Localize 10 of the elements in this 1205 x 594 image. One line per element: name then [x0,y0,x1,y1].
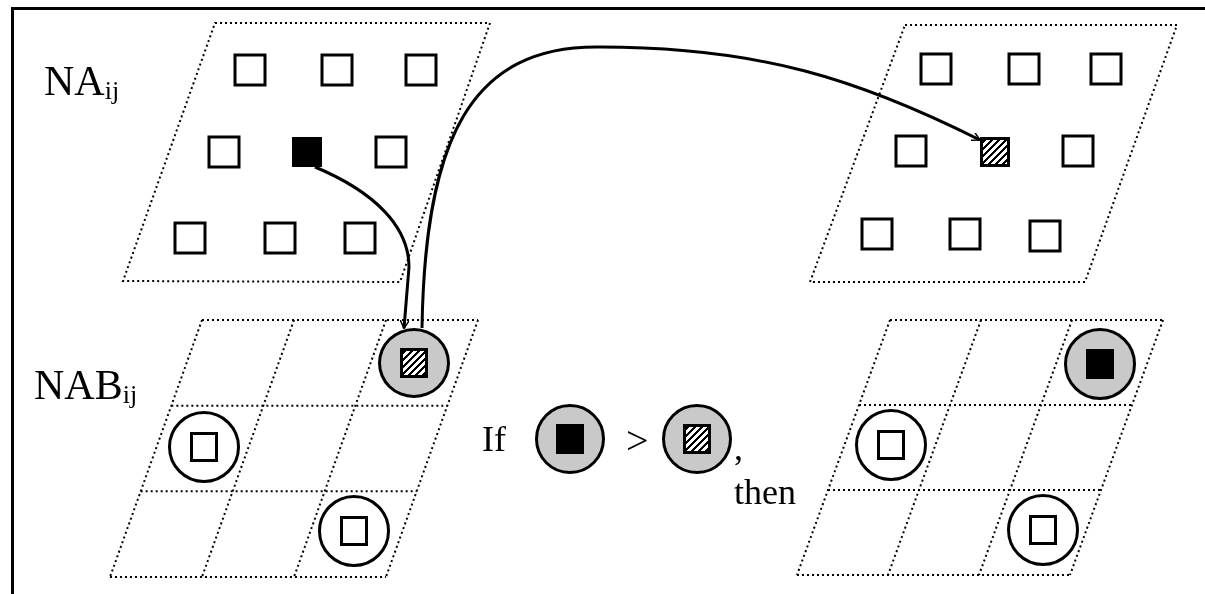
curved-arrow [314,165,411,330]
text-label: If [482,421,506,457]
filled-square [292,137,322,167]
text-label: , [734,430,743,466]
text-label: then [734,474,796,510]
text-label: NA$_{ij}$ [44,60,120,104]
hatched-square [980,137,1010,167]
text-label: NAB$_{ij}$ [34,364,138,408]
curved-arrow [420,45,981,328]
text-label: > [626,421,649,461]
